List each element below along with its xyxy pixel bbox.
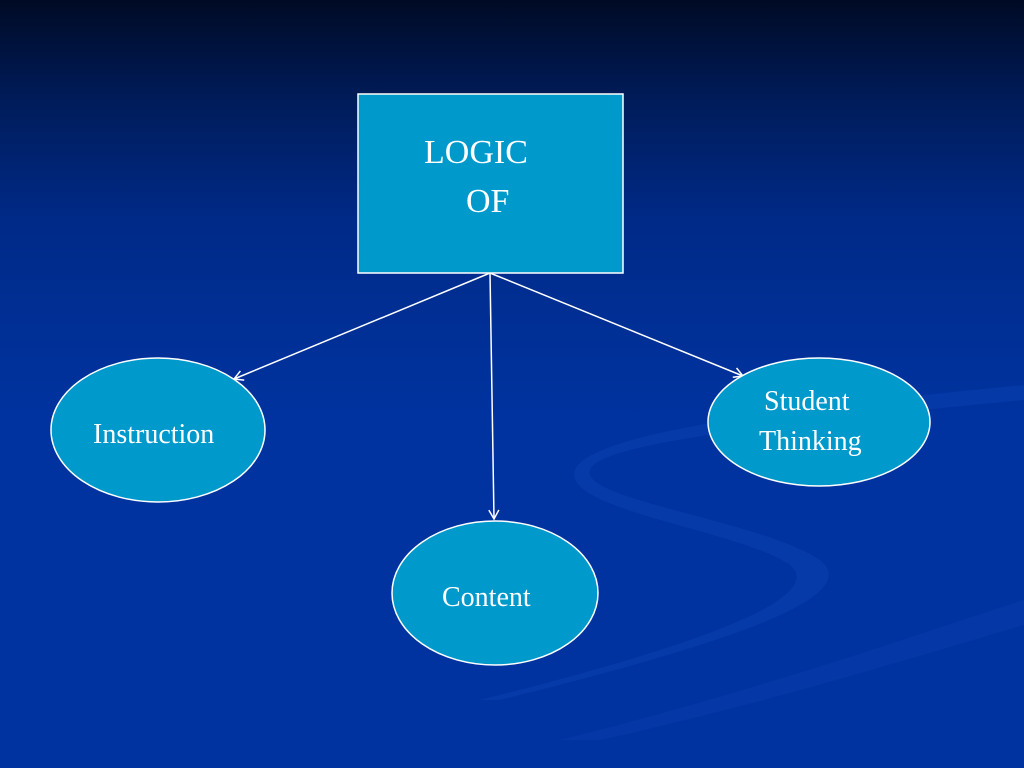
content-ellipse	[391, 520, 599, 666]
logic-of-label-line2: OF	[466, 183, 510, 220]
logic-of-box	[357, 93, 624, 274]
edge-logic-to-student-thinking	[489, 272, 745, 378]
content-label: Content	[442, 582, 531, 613]
student-thinking-ellipse	[707, 357, 931, 487]
edge-logic-to-content	[488, 272, 500, 521]
student-thinking-label-line1: Student	[764, 386, 850, 417]
logic-of-label-line1: LOGIC	[424, 134, 528, 171]
student-thinking-label-line2: Thinking	[759, 426, 862, 457]
instruction-ellipse	[50, 357, 266, 503]
edge-logic-to-instruction	[232, 272, 491, 381]
instruction-label: Instruction	[93, 419, 215, 450]
